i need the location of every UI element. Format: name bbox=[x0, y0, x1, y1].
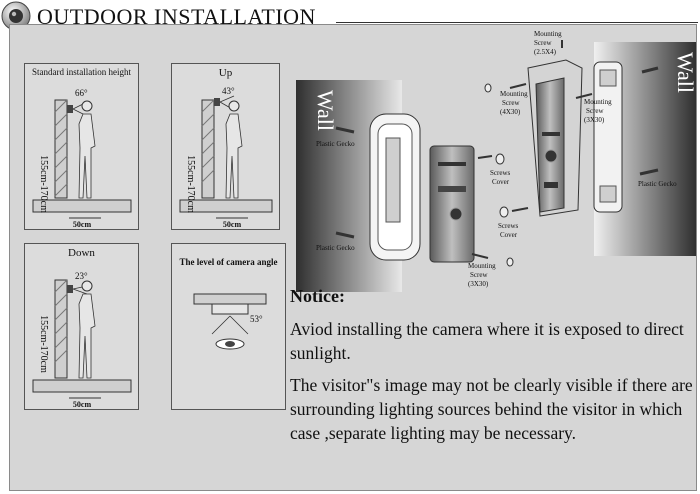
svg-text:Screw: Screw bbox=[470, 271, 488, 279]
plastic-gecko-right-bottom: Plastic Gecko bbox=[638, 168, 677, 188]
angle-label: 53° bbox=[250, 314, 263, 324]
plastic-gecko-left-top: Plastic Gecko bbox=[316, 126, 355, 148]
notice-paragraph-lighting: The visitor"s image may not be clearly v… bbox=[290, 375, 693, 443]
angle-label: 43° bbox=[222, 86, 235, 96]
svg-text:Screw: Screw bbox=[502, 99, 520, 107]
svg-text:(2.5X4): (2.5X4) bbox=[534, 48, 557, 56]
diagram-camera-angle: The level of camera angle 53° bbox=[171, 243, 286, 410]
diagram-title: The level of camera angle bbox=[179, 257, 278, 267]
diagram-down: Down 23° 155cm-170cm 50cm bbox=[24, 243, 139, 410]
svg-text:Screw: Screw bbox=[586, 107, 604, 115]
svg-text:Screws: Screws bbox=[490, 169, 510, 177]
down-illustration: 23° 155cm-170cm 50cm bbox=[32, 271, 132, 409]
diagram-title: Up bbox=[218, 67, 233, 79]
height-label: 155cm-170cm bbox=[185, 155, 196, 213]
wall-mount-bracket bbox=[593, 61, 623, 213]
notice-paragraph-sunlight: Aviod installing the camera where it is … bbox=[290, 319, 684, 363]
svg-text:(3X30): (3X30) bbox=[584, 116, 605, 124]
svg-text:Screw: Screw bbox=[534, 39, 552, 47]
diagram-title: Standard installation height bbox=[32, 67, 131, 77]
plastic-gecko-right-top bbox=[641, 66, 659, 74]
svg-text:(4X30): (4X30) bbox=[500, 108, 521, 116]
screws-cover-1: Screws Cover bbox=[477, 153, 510, 186]
angle-label: 23° bbox=[75, 271, 88, 281]
angle-label: 66° bbox=[75, 88, 88, 98]
exploded-installation-diagram: Wall Wall Plastic Gecko Plastic Gecko Sc… bbox=[296, 30, 696, 292]
camera-angle-illustration: 53° bbox=[193, 293, 267, 350]
mounting-screw-3x30-bottom: Mounting Screw (3X30) bbox=[468, 253, 514, 288]
svg-text:Mounting: Mounting bbox=[534, 30, 562, 38]
screws-cover-2: Screws Cover bbox=[498, 206, 529, 239]
wall-right-label: Wall bbox=[673, 52, 696, 93]
svg-text:Cover: Cover bbox=[500, 231, 518, 239]
standard-height-illustration: 66° 155cm-170cm 50cm bbox=[32, 88, 132, 229]
diagram-up: Up 43° 155cm-170cm 50cm bbox=[171, 63, 280, 230]
svg-text:Mounting: Mounting bbox=[500, 90, 528, 98]
svg-text:Mounting: Mounting bbox=[468, 262, 496, 270]
height-label: 155cm-170cm bbox=[38, 155, 49, 213]
svg-text:Plastic Gecko: Plastic Gecko bbox=[316, 140, 355, 148]
mounting-screw-2-5x4: Mounting Screw (2.5X4) bbox=[534, 30, 563, 56]
up-illustration: 43° 155cm-170cm 50cm bbox=[179, 86, 273, 229]
section-bullet-icon bbox=[1, 1, 31, 31]
mounting-screw-4x30: Mounting Screw (4X30) bbox=[484, 83, 528, 116]
mounting-screw-3x30-right: Mounting Screw (3X30) bbox=[575, 93, 612, 124]
front-panel bbox=[429, 145, 475, 263]
header-rule bbox=[336, 22, 698, 23]
distance-label: 50cm bbox=[73, 220, 92, 229]
svg-text:Plastic Gecko: Plastic Gecko bbox=[316, 244, 355, 252]
svg-text:Plastic Gecko: Plastic Gecko bbox=[638, 180, 677, 188]
svg-text:Cover: Cover bbox=[492, 178, 510, 186]
diagram-title: Down bbox=[68, 247, 95, 259]
notice-heading: Notice: bbox=[290, 286, 345, 306]
wall-left-label: Wall bbox=[313, 90, 338, 131]
svg-text:(3X30): (3X30) bbox=[468, 280, 489, 288]
svg-text:Screws: Screws bbox=[498, 222, 518, 230]
diagram-standard-height: Standard installation height 66° 155cm-1… bbox=[24, 63, 139, 230]
plastic-gecko-left-bottom: Plastic Gecko bbox=[316, 231, 355, 252]
svg-text:Mounting: Mounting bbox=[584, 98, 612, 106]
height-label: 155cm-170cm bbox=[38, 315, 49, 373]
distance-label: 50cm bbox=[73, 400, 92, 409]
distance-label: 50cm bbox=[223, 220, 242, 229]
